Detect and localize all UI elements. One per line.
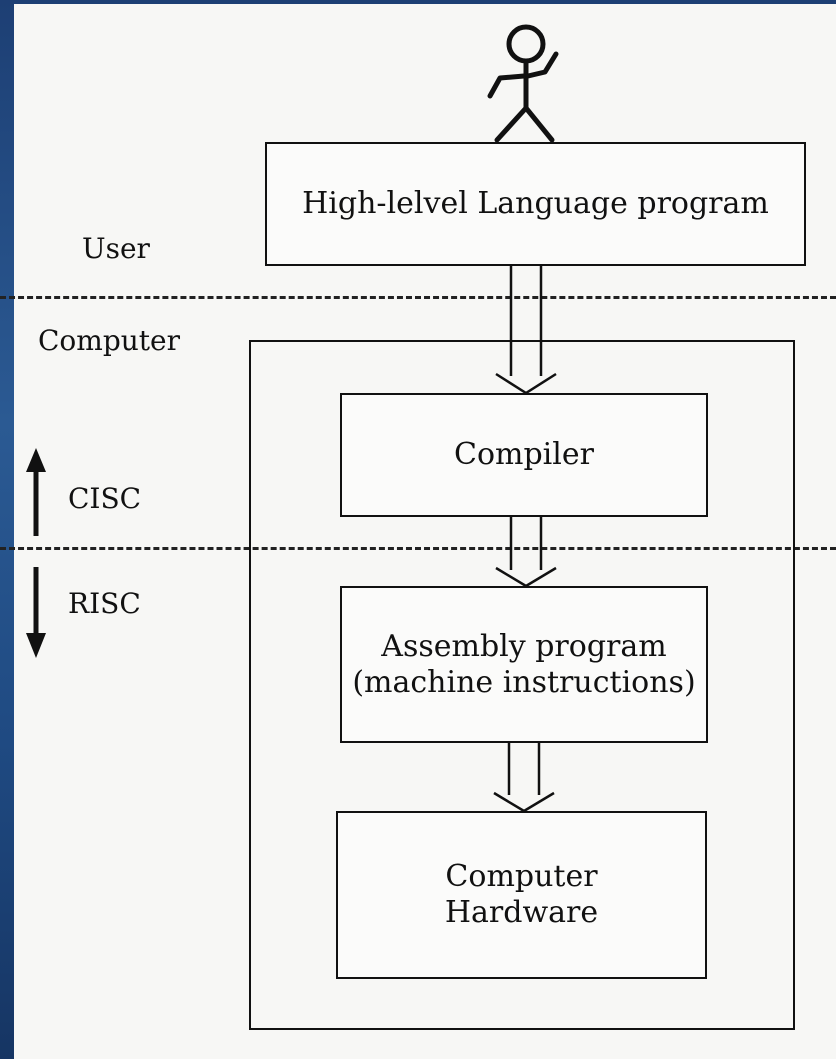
high-level-language-label: High-lelvel Language program <box>302 186 769 221</box>
slide-border-top <box>0 0 836 4</box>
cisc-label: CISC <box>68 482 142 515</box>
arrow-down-icon <box>26 567 46 658</box>
arrow-up-icon <box>26 448 46 536</box>
hardware-label-line1: Computer <box>445 859 598 894</box>
machine-instructions-label: (machine instructions) <box>352 664 696 700</box>
risc-label: RISC <box>68 587 141 620</box>
computer-hardware-box: Computer Hardware <box>336 811 707 979</box>
arrow-compiler-to-assembly <box>495 517 557 588</box>
slide-border-left <box>0 0 14 1059</box>
high-level-language-box: High-lelvel Language program <box>265 142 806 266</box>
stick-figure-icon <box>487 24 559 143</box>
cisc-risc-divider <box>0 547 836 550</box>
arrow-assembly-to-hardware <box>493 743 555 813</box>
computer-container <box>249 340 795 1030</box>
computer-label: Computer <box>38 324 180 357</box>
assembly-program-label: Assembly program <box>381 628 667 664</box>
user-computer-divider <box>0 296 836 299</box>
hardware-label-line2: Hardware <box>444 895 599 930</box>
user-label: User <box>82 232 150 265</box>
compiler-box: Compiler <box>340 393 708 517</box>
compiler-label: Compiler <box>454 437 594 472</box>
assembly-program-box: Assembly program (machine instructions) <box>340 586 708 743</box>
arrow-high-level-to-compiler <box>495 266 557 395</box>
